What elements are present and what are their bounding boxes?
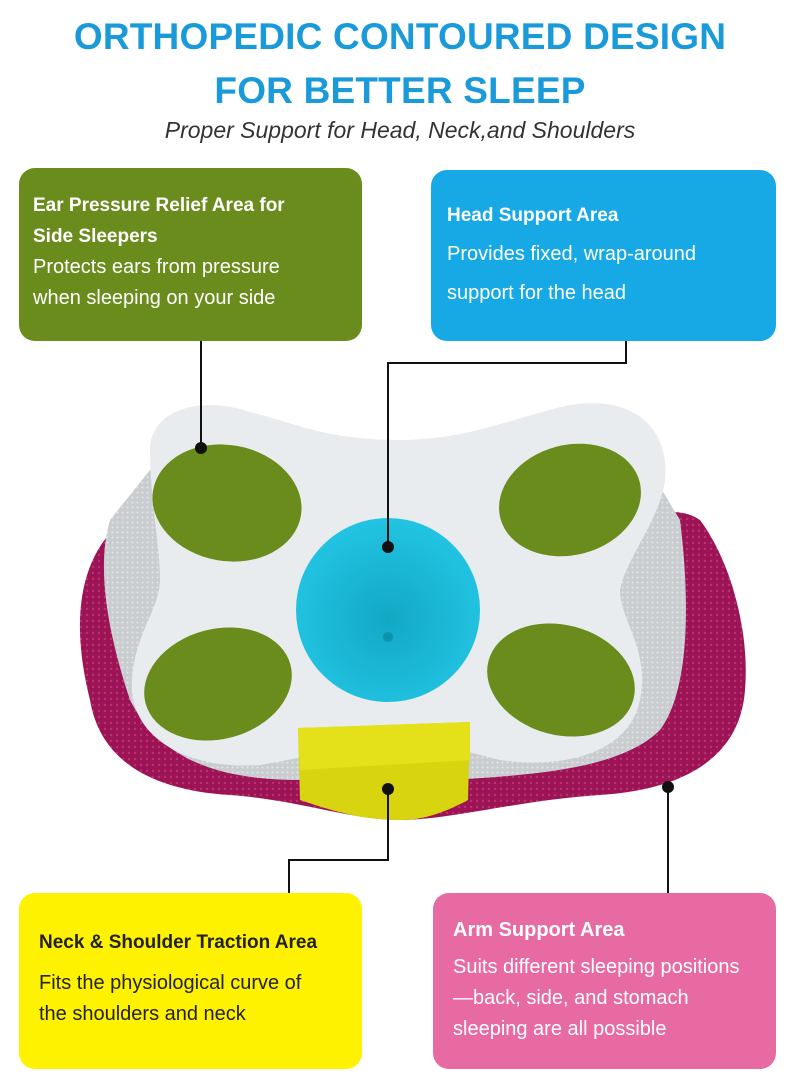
arm-desc-line-3: sleeping are all possible [453,1018,667,1040]
head-desc-line-1: Provides fixed, wrap-around [447,243,697,265]
ear-pad-top-left [152,444,302,562]
ear-desc-line-1: Protects ears from pressure [33,256,280,278]
ear-pad-bottom-left [144,627,292,741]
neck-desc-line-2: the shoulders and neck [39,1003,246,1025]
head-support-zone [296,518,480,702]
arm-desc-line-2: —back, side, and stomach [453,987,689,1009]
arm-desc-line-1: Suits different sleeping positions [453,956,740,978]
ear-desc-line-2: when sleeping on your side [33,287,276,309]
neck-callout-line [288,789,389,893]
neck-desc-line-1: Fits the physiological curve of [39,972,302,994]
ear-pad-bottom-right [487,623,635,737]
ear-heading-line-1: Ear Pressure Relief Area for [33,195,285,216]
ear-heading-line-2: Side Sleepers [33,226,158,247]
ear-pad-top-right [499,443,641,557]
arm-support-callout: Arm Support Area Suits different sleepin… [433,893,776,1069]
head-callout-line [387,341,627,547]
ear-pressure-callout: Ear Pressure Relief Area for Side Sleepe… [19,168,362,341]
neck-callout-dot [382,783,394,795]
neck-shoulder-callout: Neck & Shoulder Traction Area Fits the p… [19,893,362,1069]
ear-callout-dot [195,442,207,454]
head-callout-dot [382,541,394,553]
page-title-line-1: ORTHOPEDIC CONTOURED DESIGN [73,16,727,57]
page-subtitle: Proper Support for Head, Neck,and Should… [164,117,636,143]
page-title-line-2: FOR BETTER SLEEP [214,70,586,111]
head-desc-line-2: support for the head [447,282,627,304]
neck-heading: Neck & Shoulder Traction Area [39,932,318,953]
head-heading: Head Support Area [447,205,619,226]
arm-callout-dot [662,781,674,793]
arm-heading: Arm Support Area [453,919,625,941]
head-support-center [383,632,393,642]
head-support-callout: Head Support Area Provides fixed, wrap-a… [431,170,776,341]
